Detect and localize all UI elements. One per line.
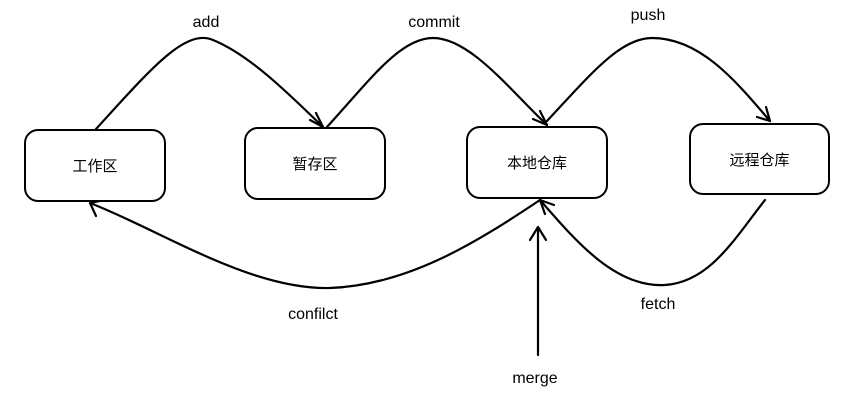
fetch-arrow	[538, 198, 767, 287]
staging-area-label: 暂存区	[292, 155, 338, 173]
local-repo-node: 本地仓库	[466, 126, 608, 199]
merge-arrowhead	[528, 225, 548, 242]
remote-repo-label: 远程仓库	[729, 150, 790, 169]
commit-arrowhead	[531, 109, 549, 127]
commit-label: commit	[408, 14, 460, 31]
merge-label: merge	[512, 370, 558, 387]
local-repo-label: 本地仓库	[506, 154, 567, 172]
add-label: add	[192, 14, 220, 31]
working-directory-node: 工作区	[24, 129, 166, 202]
push-arrowhead	[755, 105, 772, 123]
add-arrow	[94, 37, 325, 131]
remote-repo-node: 远程仓库	[689, 123, 830, 195]
conflict-arrow	[88, 198, 542, 290]
staging-area-node: 暂存区	[244, 127, 386, 200]
push-label: push	[630, 7, 666, 24]
commit-arrow	[325, 36, 549, 129]
push-arrow	[545, 36, 772, 123]
fetch-label: fetch	[640, 296, 676, 313]
working-directory-label: 工作区	[72, 157, 118, 175]
conflict-label: confilct	[288, 306, 338, 323]
